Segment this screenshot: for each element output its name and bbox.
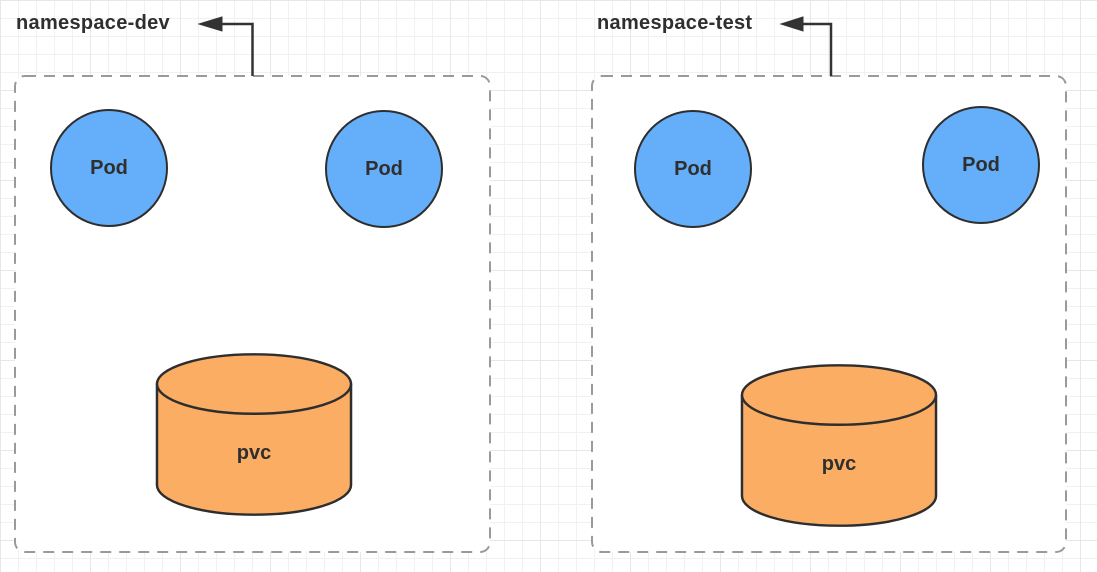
namespace-dev-arrow: [197, 16, 254, 76]
pod-circle: Pod: [50, 109, 168, 227]
pvc-label: pvc: [821, 452, 857, 475]
pod-circle: Pod: [634, 110, 752, 228]
pvc-label: pvc: [236, 441, 272, 464]
cylinder-icon: [155, 353, 353, 516]
pod-label: Pod: [365, 157, 403, 180]
pod-label: Pod: [90, 156, 128, 179]
pod-circle: Pod: [922, 106, 1040, 224]
namespace-test-arrow: [779, 16, 833, 76]
pod-circle: Pod: [325, 110, 443, 228]
namespace-test-label: namespace-test: [597, 12, 753, 34]
cylinder-icon: [740, 364, 938, 527]
pvc-cylinder: pvc: [155, 352, 353, 518]
arrow-left-head-icon: [197, 16, 223, 32]
pvc-cylinder: pvc: [740, 363, 938, 529]
namespace-dev-label: namespace-dev: [16, 12, 170, 34]
pod-label: Pod: [962, 153, 1000, 176]
pod-label: Pod: [674, 157, 712, 180]
arrow-left-head-icon: [779, 16, 804, 32]
